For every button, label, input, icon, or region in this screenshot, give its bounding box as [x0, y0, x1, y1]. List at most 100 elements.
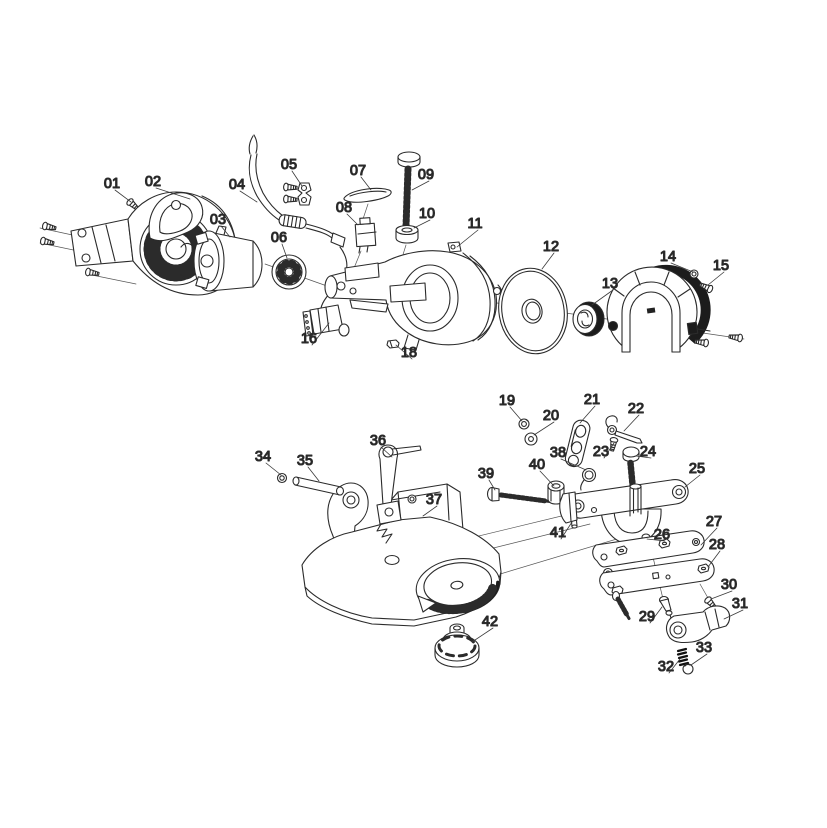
callout-leader-26	[646, 538, 666, 542]
callout-label-26: 26	[654, 527, 670, 543]
callout-leader-13	[591, 289, 614, 306]
callout-label-33: 33	[696, 640, 712, 656]
part-08-switch	[354, 217, 377, 254]
part-28-base-plate	[599, 558, 715, 596]
callout-label-07: 07	[350, 163, 366, 179]
part-13-flange	[572, 301, 605, 337]
part-32-spring	[676, 647, 690, 667]
callout-leader-12	[541, 252, 555, 270]
callout-label-08: 08	[336, 200, 352, 216]
callout-label-24: 24	[640, 444, 656, 460]
callout-label-12: 12	[543, 239, 559, 255]
callout-label-31: 31	[732, 596, 748, 612]
callout-leader-15	[707, 271, 725, 286]
callout-leader-39	[488, 479, 496, 491]
callout-leader-03	[220, 225, 231, 238]
callout-leader-20	[533, 421, 555, 436]
part-42-lock-knob	[434, 623, 480, 668]
callout-leader-01	[114, 189, 132, 203]
callout-label-30: 30	[721, 577, 737, 593]
callout-leader-41	[560, 521, 573, 540]
part-19-washer	[518, 418, 530, 430]
part-29-detent-bolt	[658, 595, 673, 619]
callout-leader-19	[509, 406, 523, 422]
callout-leader-37	[422, 505, 438, 517]
callout-label-15: 15	[713, 258, 729, 274]
part-22-pin	[605, 415, 643, 444]
callout-leader-29	[649, 606, 663, 624]
part-09-bolt	[397, 151, 421, 230]
callout-leader-30	[710, 590, 733, 600]
part-14-blade-guard	[606, 264, 711, 353]
part-40-nut	[547, 480, 565, 505]
part-33-ball	[682, 663, 694, 675]
callout-label-25: 25	[689, 461, 705, 477]
callout-leader-36	[380, 446, 393, 458]
callout-label-32: 32	[658, 659, 674, 675]
callout-leader-06	[281, 243, 288, 259]
callout-leader-38	[560, 458, 587, 471]
callout-leader-14	[670, 262, 694, 273]
callout-label-01: 01	[104, 176, 120, 192]
callout-label-23: 23	[593, 444, 609, 460]
part-37-base	[301, 482, 502, 627]
callout-leader-27	[700, 527, 718, 546]
callout-label-35: 35	[297, 453, 313, 469]
callout-leader-24	[635, 455, 652, 459]
callout-label-21: 21	[584, 392, 600, 408]
plate-bolt	[611, 590, 631, 620]
callout-leader-21	[579, 405, 596, 424]
part-20-washer	[524, 432, 538, 446]
callout-leader-40	[539, 470, 555, 487]
callout-label-18: 18	[401, 345, 417, 361]
part-38-ring	[580, 467, 597, 491]
callout-label-14: 14	[660, 249, 676, 265]
callout-leader-08	[346, 213, 359, 226]
part-21-cam-lever	[564, 419, 591, 468]
callout-label-20: 20	[543, 408, 559, 424]
callout-label-10: 10	[419, 206, 435, 222]
part-34-ring	[276, 472, 288, 484]
callout-label-16: 16	[301, 331, 317, 347]
callout-label-06: 06	[271, 230, 287, 246]
callout-leader-05	[291, 170, 303, 187]
part-18-nut	[386, 339, 400, 349]
callout-label-27: 27	[706, 514, 722, 530]
part-05-cable-clamp	[282, 182, 312, 206]
callout-leader-11	[456, 229, 479, 248]
callout-label-13: 13	[602, 276, 618, 292]
callout-leader-31	[723, 609, 744, 620]
part-31-locking-lever	[665, 605, 731, 644]
callout-label-19: 19	[499, 393, 515, 409]
callout-label-42: 42	[482, 614, 498, 630]
callout-leader-16	[311, 322, 330, 346]
callout-leader-02	[155, 187, 191, 200]
callout-leader-42	[471, 627, 494, 643]
callout-label-36: 36	[370, 433, 386, 449]
callout-label-09: 09	[418, 167, 434, 183]
callout-leader-22	[623, 414, 640, 432]
part-04-power-cable	[248, 134, 348, 309]
part-36-link-bracket	[376, 444, 422, 544]
callout-leader-18	[395, 344, 413, 360]
part-39-long-bolt	[486, 486, 552, 504]
part-10-flange-nut	[395, 224, 419, 244]
callout-label-37: 37	[426, 492, 442, 508]
part-07-cover-plate	[343, 187, 392, 203]
callout-leader-25	[684, 474, 701, 488]
callout-leader-10	[413, 219, 431, 229]
callout-label-41: 41	[550, 525, 566, 541]
part-03-motor	[180, 225, 263, 292]
part-16-switch-block	[302, 304, 350, 337]
callout-leader-04	[239, 190, 258, 203]
part-02-motor-housing	[70, 191, 238, 296]
callout-label-04: 04	[229, 177, 245, 193]
callout-label-39: 39	[478, 466, 494, 482]
callout-leader-33	[690, 653, 708, 666]
callout-leader-23	[603, 442, 615, 459]
part-35-pivot-rod	[292, 476, 345, 496]
callout-label-03: 03	[210, 212, 226, 228]
callout-leader-34	[265, 462, 282, 476]
